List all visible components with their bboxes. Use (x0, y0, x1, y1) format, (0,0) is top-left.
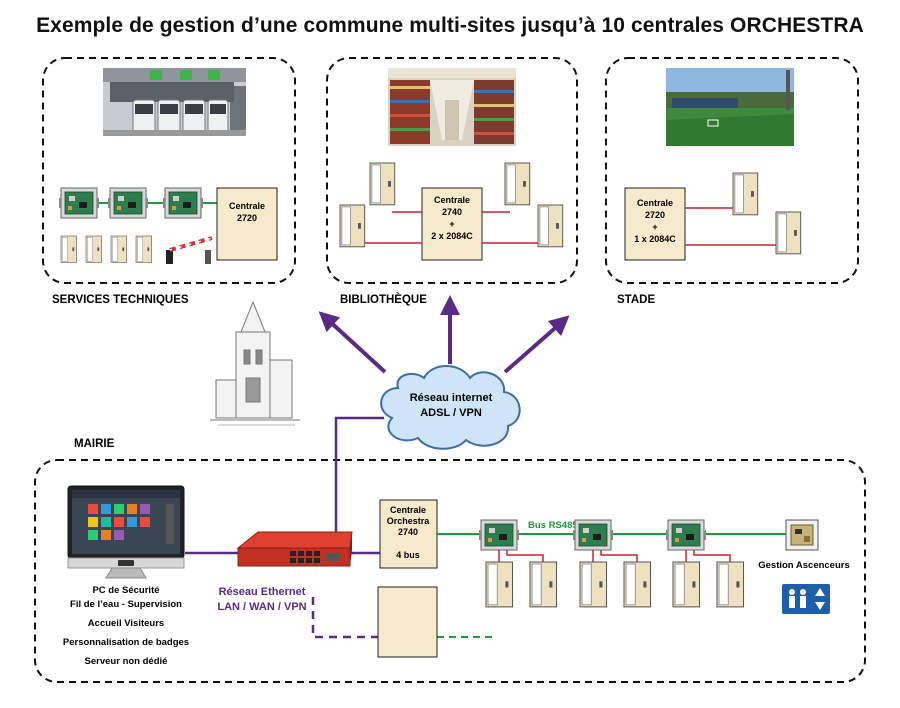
controller-mairie-2 (572, 519, 614, 551)
site-label-mairie: MAIRIE (74, 438, 115, 450)
door-stade-2 (775, 211, 802, 255)
elevator-icon (782, 584, 830, 614)
centrale-bib-line-1: Centrale (434, 195, 470, 205)
site-label-bibliotheque: BIBLIOTHÈQUE (340, 293, 427, 306)
centrale-stade-line-1: Centrale (637, 198, 673, 208)
controller-st-2 (107, 187, 149, 219)
door-st-1 (60, 235, 77, 263)
ethernet-label-1: Réseau Ethernet (219, 586, 306, 598)
ethernet-switch-icon (236, 531, 353, 567)
arrow-to-stade (503, 315, 570, 374)
pc-text-1: PC de Sécurité (92, 585, 159, 596)
centrale-mairie-line-3: 2740 (398, 527, 418, 537)
pc-text-5: Serveur non dédié (85, 656, 168, 667)
door-mairie-6 (716, 561, 745, 608)
link-dashed-future (311, 597, 378, 639)
centrale-mairie-extension-box (377, 586, 438, 658)
door-st-4 (135, 235, 152, 263)
arrow-to-services-techniques (318, 311, 387, 374)
centrale-bib-line-2: 2740 (442, 207, 462, 217)
centrale-st-line-1: Centrale (229, 201, 265, 211)
internet-cloud (380, 365, 521, 450)
photo-bus-depot (103, 68, 246, 136)
centrale-stade-line-3: + (652, 222, 657, 232)
door-mairie-1 (485, 561, 514, 608)
door-mairie-2 (529, 561, 558, 608)
barrier-icon (166, 236, 213, 264)
page-title: Exemple de gestion d’une commune multi-s… (36, 14, 864, 37)
door-mairie-4 (623, 561, 652, 608)
door-bib-3 (504, 162, 531, 206)
pc-text-3: Accueil Visiteurs (88, 618, 164, 629)
controller-st-3 (162, 187, 204, 219)
door-st-3 (110, 235, 127, 263)
door-bib-1 (369, 162, 396, 206)
photo-stadium (666, 68, 794, 146)
controller-mairie-3 (665, 519, 707, 551)
centrale-mairie-box (379, 499, 438, 569)
centrale-st-box (216, 187, 278, 261)
pc-text-4: Personnalisation de badges (63, 637, 189, 648)
photo-library (388, 68, 516, 146)
centrale-st-line-2: 2720 (237, 213, 257, 223)
centrale-mairie-line-2: Orchestra (387, 516, 431, 526)
centrale-stade-line-2: 2720 (645, 210, 665, 220)
centrale-mairie-line-1: Centrale (390, 505, 426, 515)
door-bib-2 (339, 204, 366, 248)
door-st-2 (85, 235, 102, 263)
cloud-label-line-2: ADSL / VPN (420, 407, 482, 419)
centrale-stade-box (624, 187, 686, 261)
centrale-bib-box (421, 187, 483, 261)
ethernet-label-2: LAN / WAN / VPN (217, 601, 306, 613)
door-bib-4 (537, 204, 564, 248)
centrale-bib-line-4: 2 x 2084C (431, 231, 473, 241)
door-mairie-5 (672, 561, 701, 608)
site-label-services-techniques: SERVICES TECHNIQUES (52, 294, 189, 306)
door-mairie-3 (579, 561, 608, 608)
centrale-bib-line-3: + (449, 219, 454, 229)
pc-text-2: Fil de l’eau - Supervision (70, 599, 182, 610)
elevator-controller-icon (785, 519, 819, 551)
site-frame-bibliotheque (326, 57, 578, 284)
cloud-label-line-1: Réseau internet (410, 392, 493, 404)
church-sketch-icon (210, 300, 300, 426)
centrale-stade-line-4: 1 x 2084C (634, 234, 676, 244)
link-cloud-to-switch (334, 416, 384, 544)
controller-mairie-1 (478, 519, 520, 551)
door-stade-1 (732, 172, 759, 216)
site-label-stade: STADE (617, 294, 655, 306)
bus-rs485-label: Bus RS485 (528, 520, 578, 531)
security-pc-monitor (67, 485, 185, 579)
controller-st-1 (58, 187, 100, 219)
centrale-mairie-line-5: 4 bus (396, 550, 420, 560)
elevator-label: Gestion Ascenceurs (758, 560, 850, 571)
